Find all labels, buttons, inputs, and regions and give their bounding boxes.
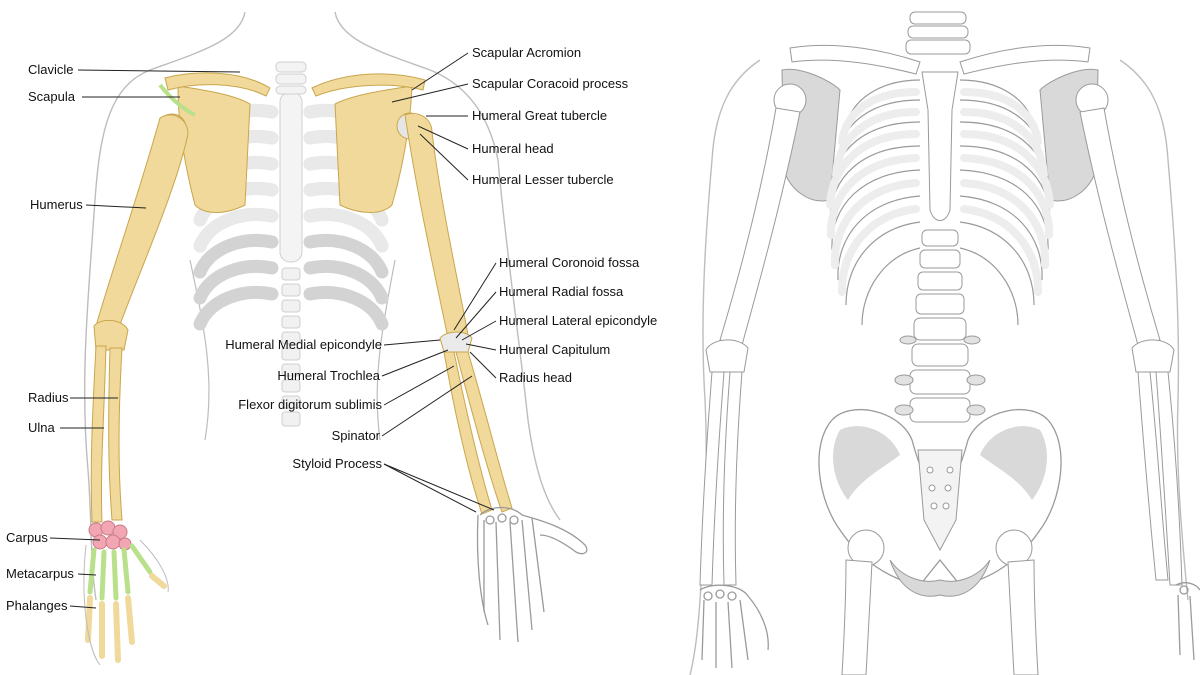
elbow-right [439,331,473,353]
leader-lines [49,52,497,609]
label-ulna: Ulna [28,420,55,435]
hand-right [476,506,588,643]
label-humeral-lesser-tubercle: Humeral Lesser tubercle [472,172,614,187]
label-phalanges: Phalanges [6,598,68,613]
clavicle-right-figure [789,44,921,75]
radius-right-bone [455,351,513,513]
sacral-foramina [926,466,954,510]
elbow-left [93,320,129,351]
label-humeral-lateral-epicondyle: Humeral Lateral epicondyle [499,313,658,328]
label-scapular-coracoid-process: Scapular Coracoid process [472,76,629,91]
elbow-figure-right [1131,339,1175,373]
carpus-bones [88,520,132,551]
humerus-figure-right [1079,107,1161,346]
clavicle-right-bone [311,73,426,97]
humerus-bone [95,114,189,331]
label-carpus: Carpus [6,530,48,545]
label-radius: Radius [28,390,69,405]
body-outline-left [83,11,561,601]
sternum-right [921,71,959,221]
right-figure [689,11,1200,675]
waist-outline-left [189,259,396,441]
label-clavicle: Clavicle [28,62,74,77]
sacrum-right [917,449,963,552]
scapula-left-side [177,85,251,213]
scapula-right-side [334,85,413,213]
label-humeral-great-tubercle: Humeral Great tubercle [472,108,608,123]
pubic-area [889,559,991,597]
forearm-figure-left [699,371,743,586]
sternum-left [279,91,303,263]
humerus-right-bone [404,113,469,339]
humerus-figure-left [719,107,801,346]
clavicle-right-figure-2 [959,44,1091,75]
body-outline-right [689,59,1189,675]
neck-vertebrae-right [905,11,971,55]
spine-processes [894,335,986,416]
ulna-bone [90,345,107,523]
hand-outline-left [83,539,169,666]
label-styloid-process: Styloid Process [292,456,382,471]
label-humeral-trochlea: Humeral Trochlea [277,368,380,383]
hand-figure-right [1175,582,1200,661]
label-flexor-digitorum-sublimis: Flexor digitorum sublimis [238,397,382,412]
spine-right [909,229,971,423]
femur-right [1007,559,1039,675]
label-humeral-medial-epicondyle: Humeral Medial epicondyle [225,337,382,352]
rib-fills-right [826,88,1054,296]
femur-left [841,559,873,675]
label-humerus: Humerus [30,197,83,212]
radius-bone [108,347,123,521]
label-metacarpus: Metacarpus [6,566,74,581]
metacarpus-bones [87,543,153,601]
label-spinator: Spinator [331,428,380,443]
pelvis-shadow-right [980,426,1047,500]
label-humeral-radial-fossa: Humeral Radial fossa [499,284,624,299]
label-humeral-coronoid-fossa: Humeral Coronoid fossa [499,255,640,270]
scapula-edge [158,83,196,117]
pelvis-shadow-left [833,426,900,500]
label-scapula: Scapula [28,89,75,104]
ulna-right-bone [443,351,493,515]
spine-left [281,267,301,427]
hand-figure-left [699,584,769,669]
forearm-figure-right [1137,371,1183,586]
label-radius-head: Radius head [499,370,572,385]
label-humeral-capitulum: Humeral Capitulum [499,342,611,357]
neck-vertebrae-left [275,61,307,95]
label-scapular-acromion: Scapular Acromion [472,45,582,60]
left-figure [49,11,588,666]
clavicle-left-bone [164,72,271,97]
label-humeral-head: Humeral head [472,141,554,156]
elbow-figure-left [705,339,749,373]
